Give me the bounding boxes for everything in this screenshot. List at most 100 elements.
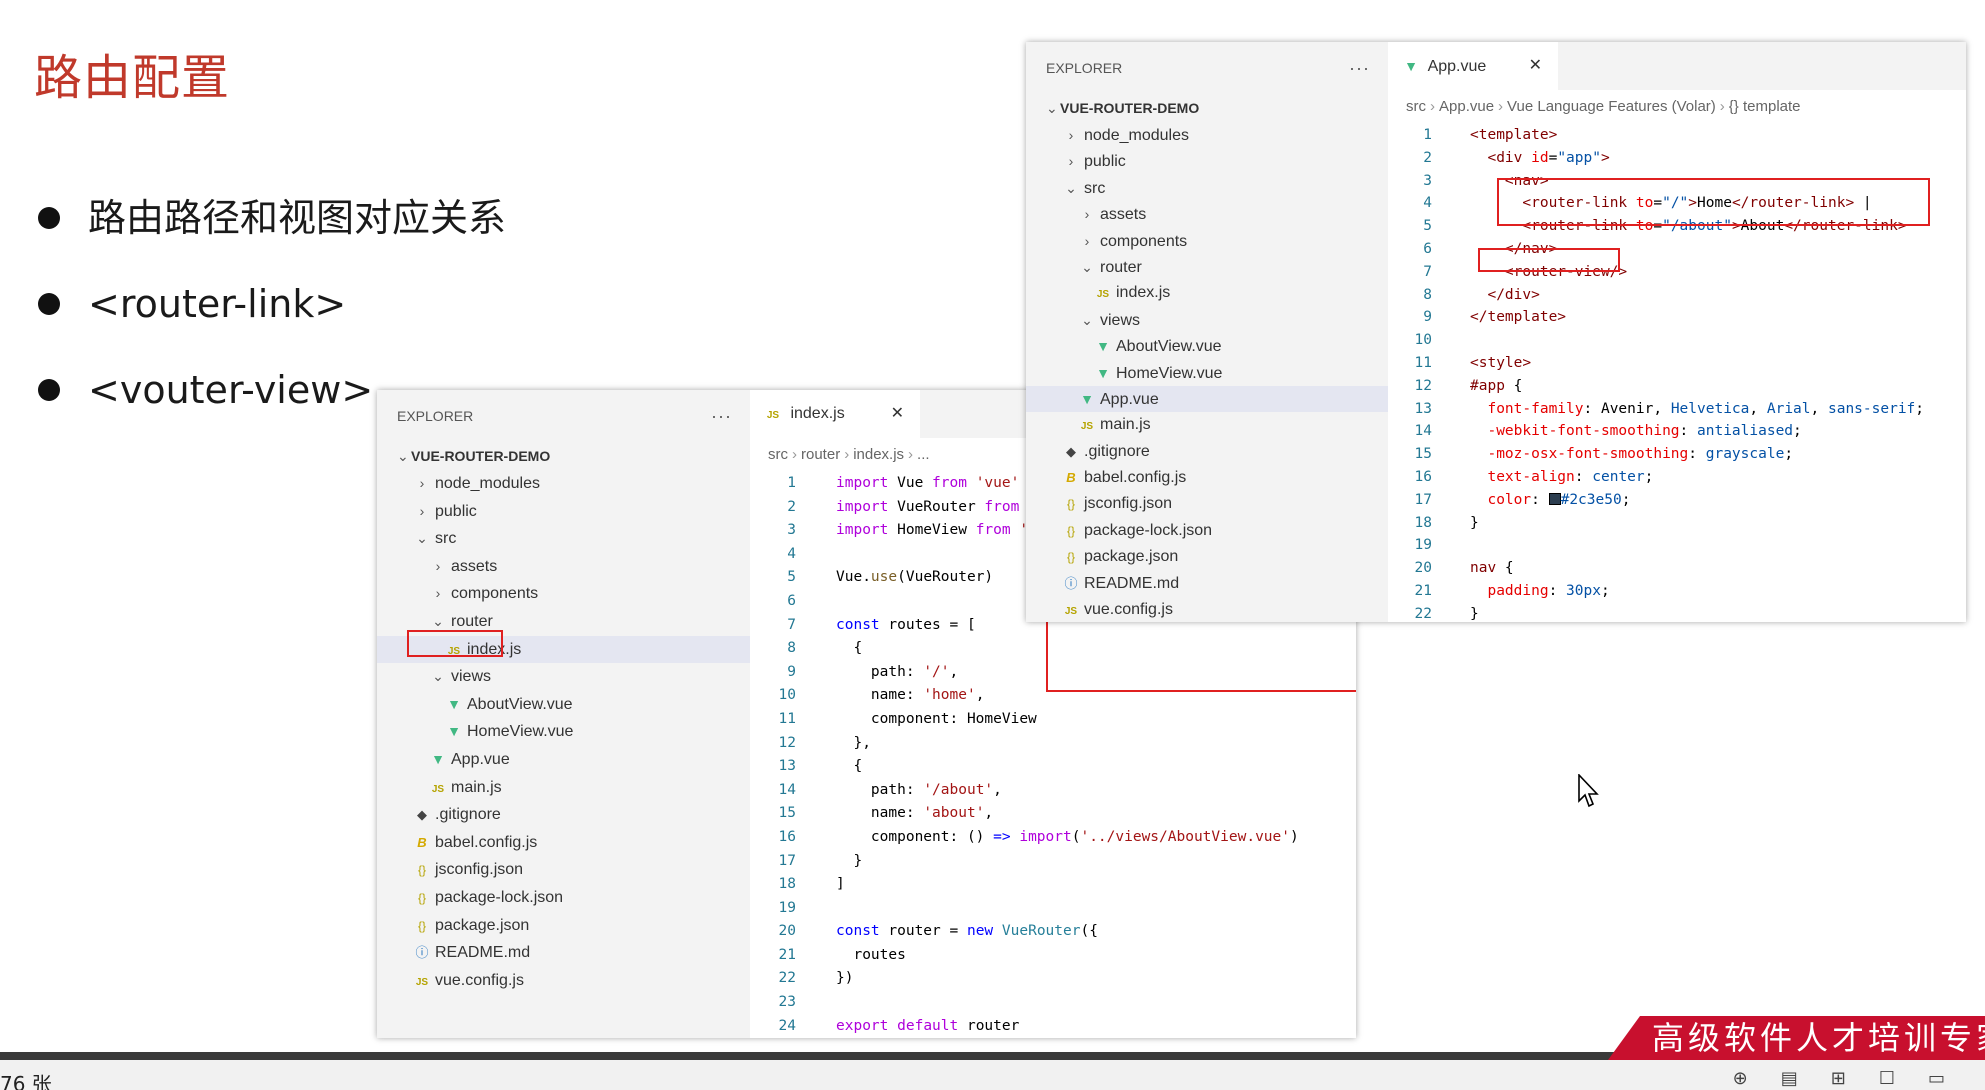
json-file-icon: {}: [1066, 497, 1075, 512]
explorer-title: EXPLORER: [397, 408, 474, 424]
code-text: <router-link to="/about">About</router-l…: [1522, 218, 1907, 235]
more-actions-icon[interactable]: ···: [1349, 58, 1370, 78]
breadcrumb-item[interactable]: src: [768, 446, 788, 463]
project-root[interactable]: ⌄VUE-ROUTER-DEMO: [1026, 94, 1388, 122]
tree-item[interactable]: ⌄router: [1026, 254, 1388, 280]
tree-item[interactable]: ›public: [1026, 148, 1388, 174]
breadcrumb-item[interactable]: App.vue: [1439, 98, 1495, 115]
tree-item[interactable]: {}package.json: [1026, 544, 1388, 570]
code-line: 4 <router-link to="/">Home</router-link>…: [1388, 192, 1966, 215]
code-line: 15 -moz-osx-font-smoothing: grayscale;: [1388, 443, 1966, 466]
close-icon[interactable]: ✕: [1528, 57, 1542, 74]
code-line: 13 font-family: Avenir, Helvetica, Arial…: [1388, 398, 1966, 421]
code-line: 13 {: [750, 755, 1356, 779]
tree-item[interactable]: ▼App.vue: [377, 746, 750, 774]
tree-item[interactable]: {}jsconfig.json: [1026, 491, 1388, 517]
tree-item-label: .gitignore: [1084, 442, 1150, 460]
breadcrumb-item[interactable]: ...: [917, 446, 930, 463]
tree-item[interactable]: {}package-lock.json: [377, 884, 750, 912]
breadcrumb-item[interactable]: router: [801, 446, 841, 463]
project-root[interactable]: ⌄VUE-ROUTER-DEMO: [377, 442, 750, 470]
tab-app-vue[interactable]: ▼ App.vue ✕: [1388, 42, 1558, 90]
explorer-header: EXPLORER ···: [377, 390, 750, 442]
breadcrumb-item[interactable]: index.js: [853, 446, 905, 463]
tree-item-label: src: [435, 530, 457, 548]
tree-item[interactable]: ▼AboutView.vue: [377, 691, 750, 719]
tree-item[interactable]: ⌄views: [1026, 307, 1388, 333]
breadcrumb-item[interactable]: {} template: [1728, 98, 1801, 115]
tree-item[interactable]: {}package-lock.json: [1026, 518, 1388, 544]
code-line: 9 path: '/',: [750, 661, 1356, 685]
line-number: 21: [778, 946, 796, 963]
vue-file-icon: ▼: [447, 723, 461, 740]
code-text: <router-link to="/">Home</router-link> |: [1522, 195, 1872, 212]
tree-item[interactable]: {}package.json: [377, 912, 750, 940]
code-text: Vue.use(VueRouter): [836, 569, 994, 586]
tree-item[interactable]: ◆.gitignore: [377, 801, 750, 829]
bullet-dot-icon: [38, 379, 60, 401]
tree-item[interactable]: {}jsconfig.json: [377, 856, 750, 884]
tree-item-label: HomeView.vue: [1116, 364, 1223, 382]
tree-item[interactable]: ⌄src: [377, 525, 750, 553]
line-number: 18: [778, 876, 796, 893]
close-icon[interactable]: ✕: [890, 405, 904, 422]
code-area[interactable]: 1<template>2 <div id="app">3 <nav>4 <rou…: [1388, 124, 1966, 622]
tree-item[interactable]: ▼HomeView.vue: [377, 718, 750, 746]
tree-item-label: components: [451, 585, 539, 603]
tree-item-label: App.vue: [451, 750, 510, 768]
line-number: 15: [1414, 446, 1432, 463]
tree-item[interactable]: ◆.gitignore: [1026, 439, 1388, 465]
code-text: }: [1470, 605, 1479, 622]
code-line: 14 -webkit-font-smoothing: antialiased;: [1388, 420, 1966, 443]
tree-item[interactable]: ›components: [377, 580, 750, 608]
tree-item[interactable]: ⌄src: [1026, 175, 1388, 201]
tree-item[interactable]: ›node_modules: [1026, 122, 1388, 148]
tab-label: index.js: [790, 405, 845, 422]
line-number: 22: [778, 970, 796, 987]
line-number: 13: [1414, 400, 1432, 417]
tree-item[interactable]: ›components: [1026, 228, 1388, 254]
line-number: 1: [1423, 127, 1432, 143]
breadcrumb-item[interactable]: Vue Language Features (Volar): [1507, 98, 1716, 115]
line-number: 18: [1414, 514, 1432, 531]
tree-item[interactable]: ▼AboutView.vue: [1026, 333, 1388, 359]
tree-item[interactable]: ›public: [377, 498, 750, 526]
chevron-right-icon: ›: [419, 475, 425, 491]
json-file-icon: {}: [417, 918, 426, 933]
tree-item[interactable]: ▼HomeView.vue: [1026, 360, 1388, 386]
tab-index-js[interactable]: JS index.js ✕: [750, 390, 920, 438]
tree-item[interactable]: ▼App.vue: [1026, 385, 1388, 413]
code-text: color: #2c3e50;: [1487, 491, 1631, 508]
view-controls-icon[interactable]: ⊕ ▤ ⊞ ☐ ▭: [1732, 1068, 1959, 1088]
tree-item[interactable]: ⌄views: [377, 663, 750, 691]
tree-item[interactable]: ⌄router: [377, 608, 750, 636]
tree-item[interactable]: ›node_modules: [377, 470, 750, 498]
code-line: 8 </div>: [1388, 284, 1966, 307]
chevron-down-icon: ⌄: [397, 448, 409, 464]
editor-window-index-js: EXPLORER ··· ⌄VUE-ROUTER-DEMO ›node_modu…: [377, 390, 1356, 1038]
more-actions-icon[interactable]: ···: [711, 406, 732, 426]
chevron-right-icon: ›: [1719, 98, 1725, 115]
tree-item[interactable]: ›assets: [1026, 201, 1388, 227]
line-number: 24: [778, 1017, 796, 1034]
breadcrumb-item[interactable]: src: [1406, 98, 1426, 115]
tree-item-label: babel.config.js: [1084, 469, 1187, 487]
tree-item-label: vue.config.js: [1084, 601, 1173, 619]
code-text: nav {: [1470, 560, 1514, 577]
code-text: padding: 30px;: [1487, 582, 1610, 599]
tree-item[interactable]: ›assets: [377, 553, 750, 581]
line-number: 17: [1414, 491, 1432, 508]
